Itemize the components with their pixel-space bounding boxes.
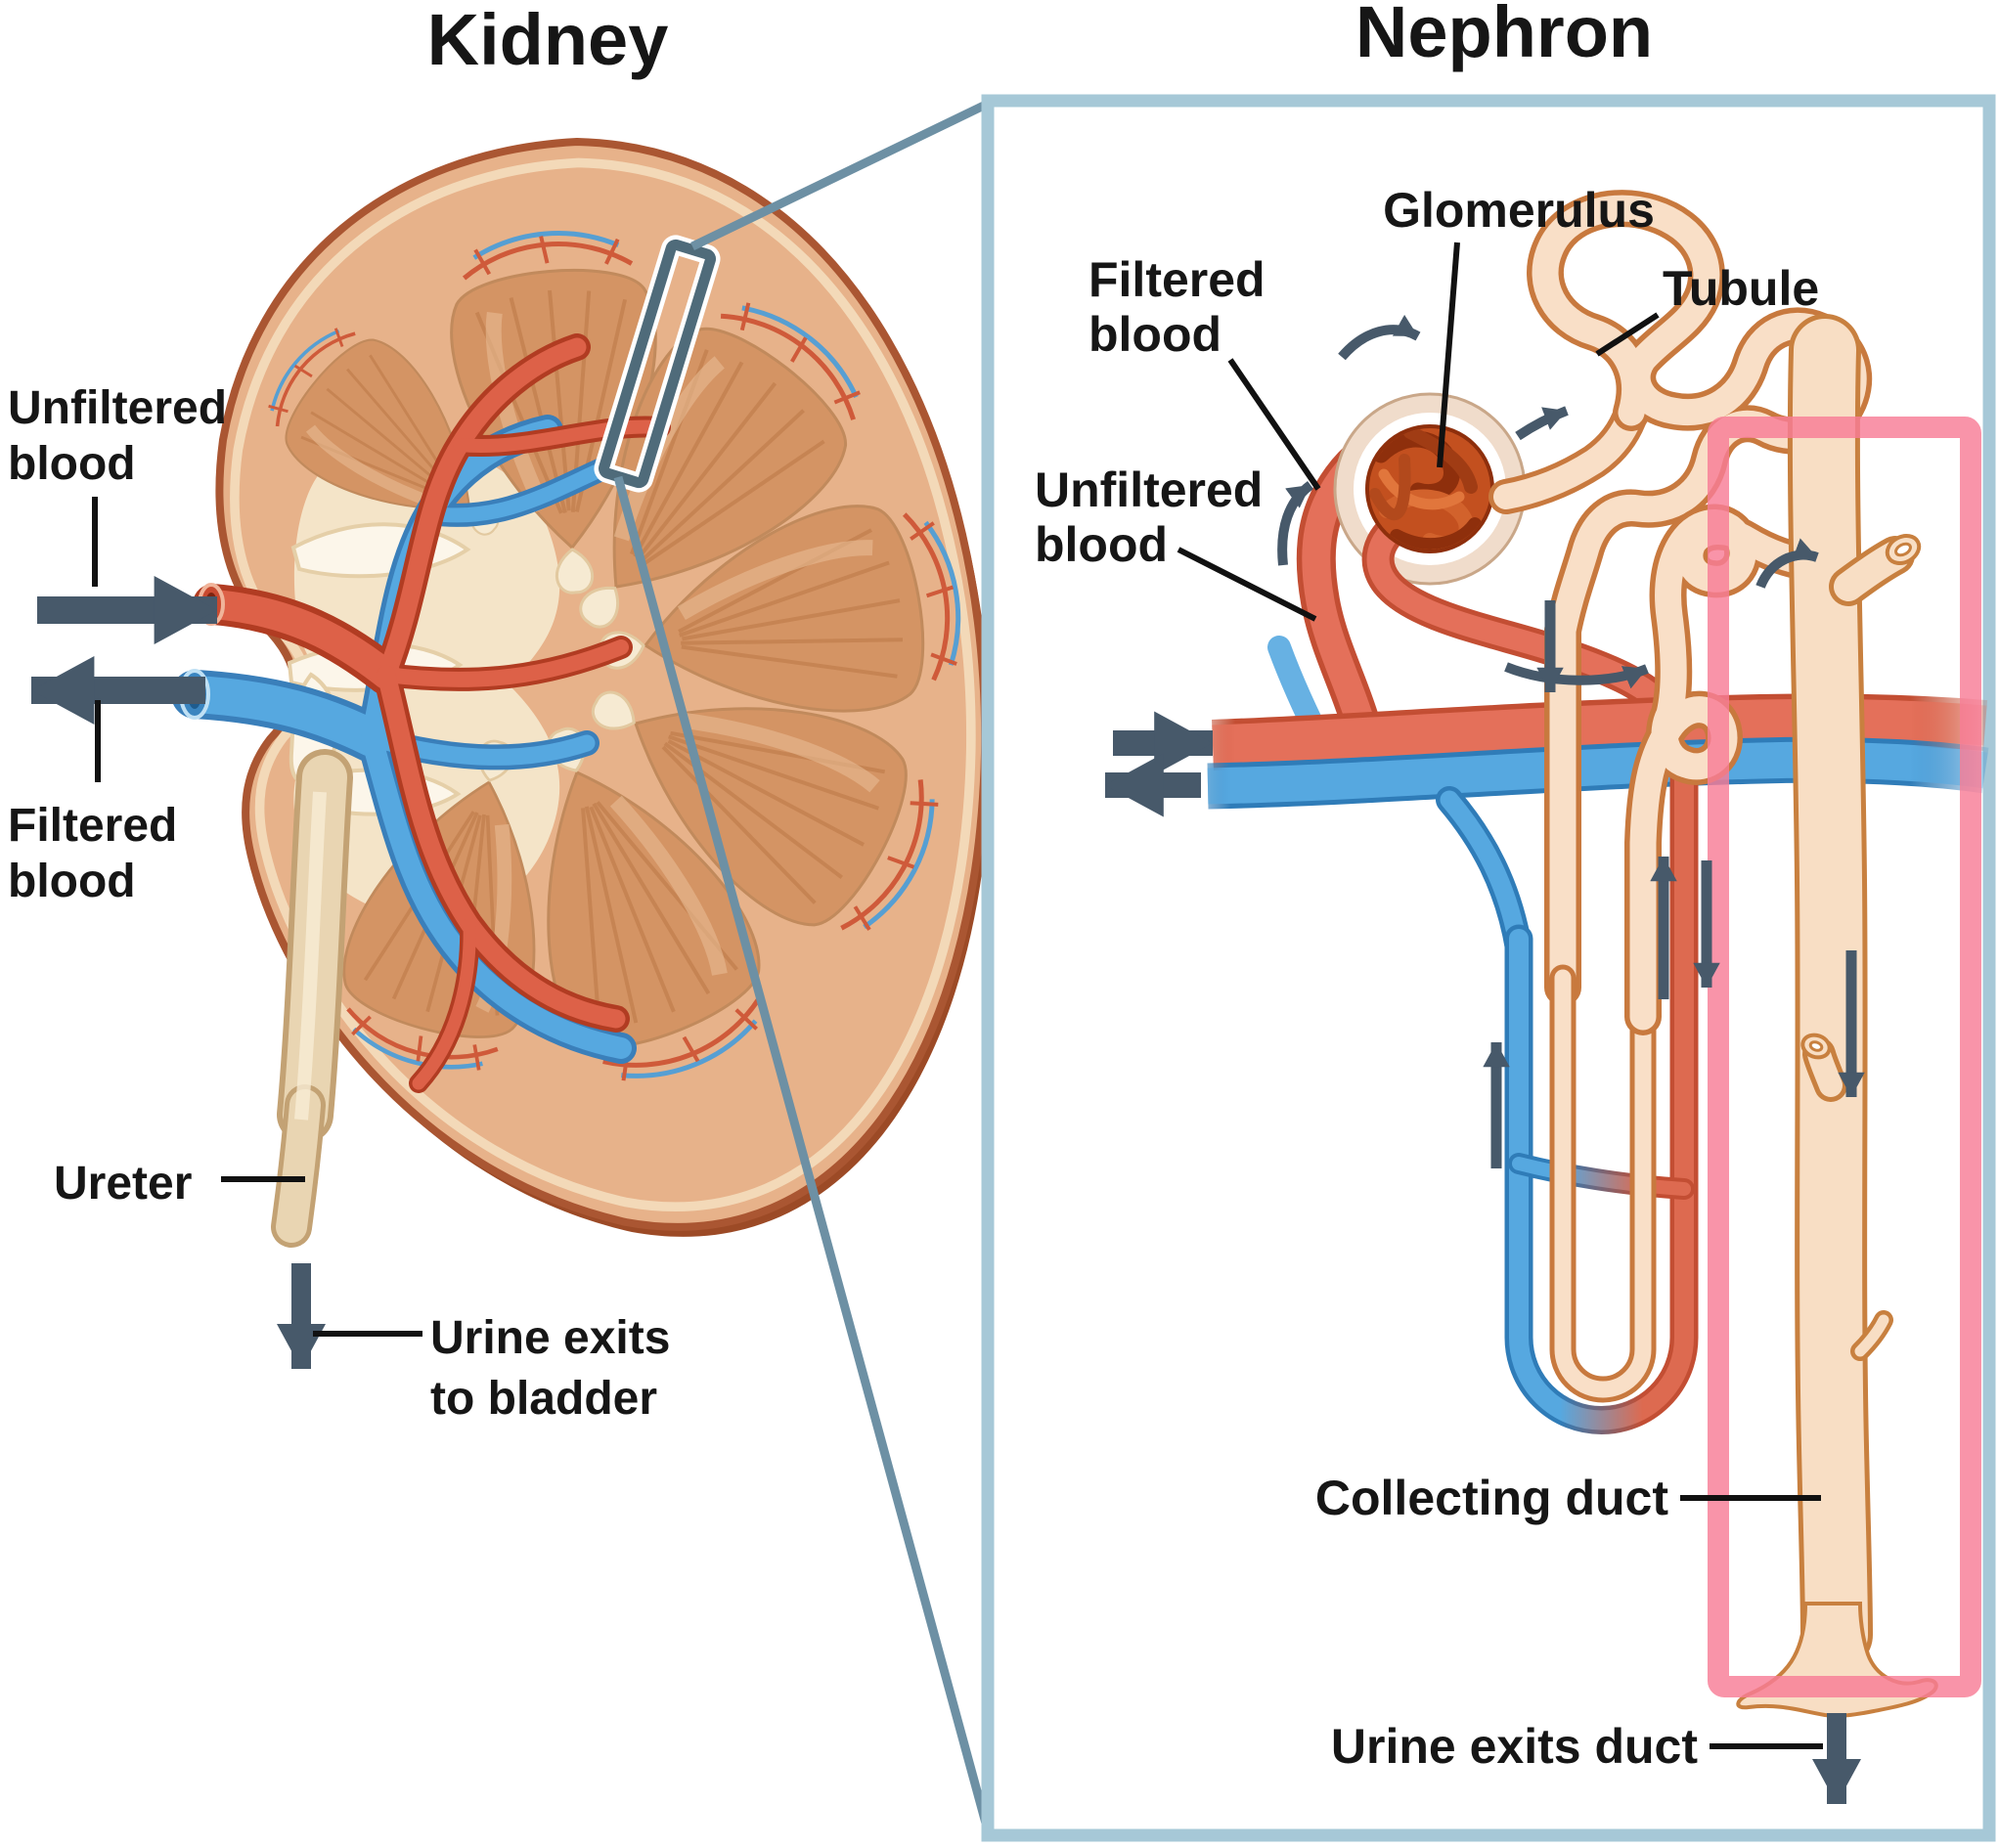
collecting-duct-highlight — [1708, 417, 1981, 1697]
kidney-unfiltered-label-1: Unfiltered — [8, 382, 227, 434]
nephron-unfiltered-label-1: Unfiltered — [1035, 462, 1263, 517]
glomerulus-ball — [1365, 424, 1494, 553]
kidney-title: Kidney — [427, 0, 669, 80]
collecting-duct-label: Collecting duct — [1315, 1471, 1668, 1525]
ureter-label: Ureter — [54, 1158, 192, 1210]
duct-branch-opening-2 — [1800, 1033, 1832, 1060]
outlet-arrow — [1515, 406, 1569, 441]
nephron-unfiltered-label-2: blood — [1035, 517, 1168, 572]
urine-exits-duct-label: Urine exits duct — [1331, 1719, 1698, 1774]
arcuate-vein — [1207, 736, 1989, 810]
kidney-annotations: Kidney Unfiltered blood Filtered blood U… — [8, 0, 670, 1425]
efferent-arteriole — [1361, 506, 1701, 789]
duct-entry-curved-arrow — [1755, 538, 1819, 590]
tubule-bend-arrow — [1504, 662, 1649, 689]
nephron-pointer-lines — [1177, 242, 1823, 1749]
nephron-title: Nephron — [1355, 0, 1653, 72]
afferent-curved-arrow — [1277, 480, 1314, 566]
ureter-tube — [271, 749, 353, 1248]
nephron-tubule — [1527, 190, 1873, 1403]
nephron-illustration: Nephron Glomerulus Filtered blood Tubule… — [1035, 0, 1989, 1805]
kidney-unfiltered-label-2: blood — [8, 438, 136, 490]
nephron-filtered-label-1: Filtered — [1088, 252, 1266, 307]
duct-branch-opening — [1885, 534, 1922, 565]
kidney-filtered-label-1: Filtered — [8, 800, 177, 852]
filtered-pointer — [1227, 358, 1321, 491]
kidney-filtered-label-2: blood — [8, 856, 136, 907]
glomerulus-label: Glomerulus — [1383, 183, 1655, 238]
nephron-flow-arrows — [1104, 314, 1865, 1805]
vasa-recta-loop — [1436, 756, 1699, 1434]
urine-bladder-label-1: Urine exits — [430, 1312, 670, 1364]
apex-curved-arrow — [1338, 314, 1421, 361]
tubule-pointer — [1595, 312, 1660, 357]
glomerulus-pointer — [1437, 242, 1460, 468]
nephron-filtered-label-2: blood — [1088, 307, 1222, 362]
tubule-label: Tubule — [1663, 261, 1819, 316]
urine-bladder-label-2: to bladder — [430, 1373, 657, 1425]
renal-artery-tree — [193, 333, 671, 1093]
kidney-illustration — [171, 137, 992, 1248]
magnifier-connector-lines — [613, 99, 993, 1832]
unfiltered-pointer — [1177, 547, 1317, 622]
